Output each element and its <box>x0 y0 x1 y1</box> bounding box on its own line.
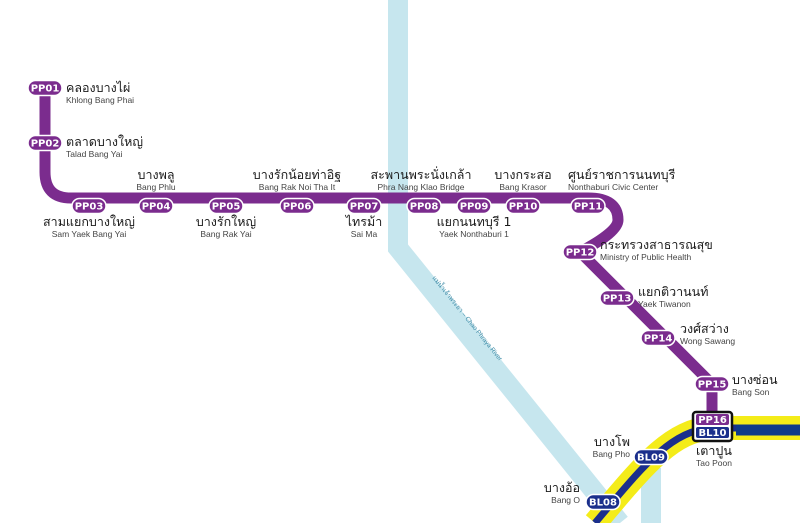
pp01-station-badge[interactable]: PP01 <box>27 79 63 97</box>
pp09-code: PP09 <box>460 202 489 213</box>
pp04-name-en: Bang Phlu <box>136 182 175 192</box>
pp04-code: PP04 <box>142 202 171 213</box>
pp03-name-th: สามแยกบางใหญ่ <box>43 214 135 229</box>
bl10-name-th: เตาปูน <box>696 443 732 459</box>
pp01-badge-bg <box>27 79 63 97</box>
pp15-code: PP15 <box>698 380 727 391</box>
pp10-code: PP10 <box>509 202 538 213</box>
pp06-station-badge[interactable]: PP06 <box>279 197 315 215</box>
pp07-name-th: ไทรม้า <box>345 214 383 229</box>
pp09-station-badge[interactable]: PP09 <box>456 197 492 215</box>
pp14-badge-bg <box>640 329 676 347</box>
pp02-badge-bg <box>27 134 63 152</box>
bl08-station-badge[interactable]: BL08 <box>585 493 621 511</box>
bl10-name-en: Tao Poon <box>696 458 732 468</box>
bl10-bg <box>696 427 729 438</box>
bl09-code: BL09 <box>637 453 665 464</box>
pp02-name-en: Talad Bang Yai <box>66 149 123 159</box>
bl08-badge-bg <box>585 493 621 511</box>
pp12-badge-bg <box>562 243 598 261</box>
pp14-code: PP14 <box>644 334 673 345</box>
bl09-name-th: บางโพ <box>594 434 630 449</box>
pp09-name-en: Yaek Nonthaburi 1 <box>439 229 509 239</box>
pp13-station-badge[interactable]: PP13 <box>599 289 635 307</box>
pp04-station-badge[interactable]: PP04 <box>138 197 174 215</box>
pp10-name-th: บางกระสอ <box>494 167 551 182</box>
pp02-station-badge[interactable]: PP02 <box>27 134 63 152</box>
pp05-badge-bg <box>208 197 244 215</box>
pp02-code: PP02 <box>31 139 60 150</box>
tao-poon-interchange[interactable]: PP16 BL10 <box>691 410 734 443</box>
pp15-name-en: Bang Son <box>732 387 770 397</box>
station-labels: คลองบางไผ่ Khlong Bang Phai ตลาดบางใหญ่ … <box>43 80 778 505</box>
pp11-code: PP11 <box>574 202 603 213</box>
pp14-name-en: Wong Sawang <box>680 336 735 346</box>
pp08-badge-bg <box>406 197 442 215</box>
pp10-station-badge[interactable]: PP10 <box>505 197 541 215</box>
bl08-name-th: บางอ้อ <box>544 480 580 495</box>
pp05-code: PP05 <box>212 202 241 213</box>
bl08-name-en: Bang O <box>551 495 580 505</box>
pp13-name-en: Yaek Tiwanon <box>638 299 691 309</box>
pp02-name-th: ตลาดบางใหญ่ <box>66 134 143 149</box>
pp04-badge-bg <box>138 197 174 215</box>
purple-line-track <box>39 82 718 431</box>
pp07-code: PP07 <box>350 202 379 213</box>
bl09-badge-bg <box>633 448 669 466</box>
pp12-station-badge[interactable]: PP12 <box>562 243 598 261</box>
pp01-name-th: คลองบางไผ่ <box>66 80 130 95</box>
pp05-name-th: บางรักใหญ่ <box>196 214 256 229</box>
pp10-name-en: Bang Krasor <box>499 182 546 192</box>
bl09-station-badge[interactable]: BL09 <box>633 448 669 466</box>
bl10-code: BL10 <box>699 428 727 439</box>
pp15-station-badge[interactable]: PP15 <box>694 375 730 393</box>
pp08-station-badge[interactable]: PP08 <box>406 197 442 215</box>
pp06-name-en: Bang Rak Noi Tha It <box>259 182 336 192</box>
pp03-name-en: Sam Yaek Bang Yai <box>52 229 127 239</box>
pp12-name-en: Ministry of Public Health <box>600 252 691 262</box>
pp16-code: PP16 <box>698 415 727 426</box>
pp14-station-badge[interactable]: PP14 <box>640 329 676 347</box>
pp08-name-en: Phra Nang Klao Bridge <box>378 182 465 192</box>
pp11-badge-bg <box>570 197 606 215</box>
pp14-name-th: วงศ์สว่าง <box>680 321 729 336</box>
pp07-badge-bg <box>346 197 382 215</box>
pp05-name-en: Bang Rak Yai <box>200 229 251 239</box>
pp01-code: PP01 <box>31 84 60 95</box>
pp03-station-badge[interactable]: PP03 <box>71 197 107 215</box>
pp03-code: PP03 <box>75 202 104 213</box>
pp12-name-th: กระทรวงสาธารณสุข <box>600 237 713 253</box>
river-path <box>388 0 628 523</box>
pp11-station-badge[interactable]: PP11 <box>570 197 606 215</box>
pp15-badge-bg <box>694 375 730 393</box>
pp11-name-en: Nonthaburi Civic Center <box>568 182 658 192</box>
pp06-badge-bg <box>279 197 315 215</box>
pp11-name-th: ศูนย์ราชการนนทบุรี <box>568 167 676 183</box>
pp04-name-th: บางพลู <box>138 167 175 183</box>
pp08-code: PP08 <box>410 202 439 213</box>
pp03-badge-bg <box>71 197 107 215</box>
pp07-station-badge[interactable]: PP07 <box>346 197 382 215</box>
pp08-name-th: สะพานพระนั่งเกล้า <box>371 166 472 182</box>
pp13-name-th: แยกติวานนท์ <box>638 284 708 299</box>
pp05-station-badge[interactable]: PP05 <box>208 197 244 215</box>
pp12-code: PP12 <box>566 248 595 259</box>
pp15-name-th: บางซ่อน <box>732 372 778 387</box>
pp01-name-en: Khlong Bang Phai <box>66 95 134 105</box>
pp06-name-th: บางรักน้อยท่าอิฐ <box>253 167 341 182</box>
pp16-bg <box>696 414 729 425</box>
pp06-code: PP06 <box>283 202 312 213</box>
pp09-name-th: แยกนนทบุรี 1 <box>437 214 512 230</box>
pp13-badge-bg <box>599 289 635 307</box>
pp13-code: PP13 <box>603 294 632 305</box>
pp07-name-en: Sai Ma <box>351 229 378 239</box>
pp09-badge-bg <box>456 197 492 215</box>
pp10-badge-bg <box>505 197 541 215</box>
bl09-name-en: Bang Pho <box>593 449 631 459</box>
bl08-code: BL08 <box>589 498 617 509</box>
